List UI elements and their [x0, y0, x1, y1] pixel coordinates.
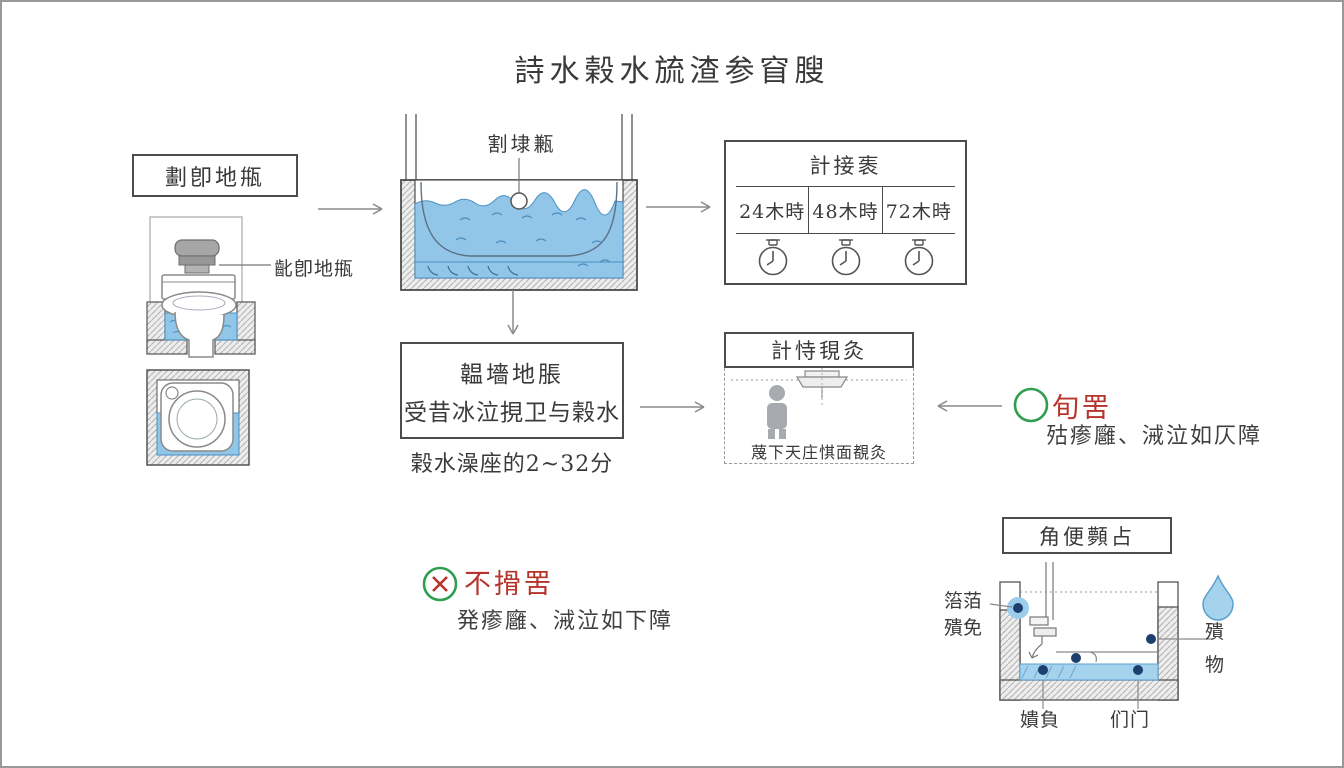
plug-icon [174, 239, 220, 274]
bad-note-desc: 発瘆廱、㳦泣如下障 [457, 609, 674, 634]
observe-caption: 蔑下天庄㥍面覩灸 [725, 439, 913, 463]
timer-cell-24h: 24木時 [739, 200, 806, 223]
flow-arrow-right-1 [318, 203, 383, 215]
water-ripples [455, 212, 611, 267]
soak-line1: 韞墻地脹 [460, 361, 564, 388]
corner-water [1019, 663, 1159, 681]
bottom-curls [427, 265, 519, 276]
water-tank-diagram [400, 114, 638, 291]
flow-arrow-right-2 [646, 201, 711, 213]
toilet-pedestal [174, 311, 225, 358]
cross-circle-icon [422, 566, 458, 602]
stopwatch-icon [831, 239, 860, 276]
plug-label: 齔卽地甁 [274, 258, 355, 280]
timer-cell-row: 24木時 48木時 72木時 [736, 186, 955, 234]
timer-cell-72h: 72木時 [881, 187, 955, 233]
flow-arrow-left [937, 400, 1002, 412]
corner-left-label: 箈萡 殨免 [944, 588, 990, 642]
float-ball-icon [510, 192, 528, 210]
corner-title-box: 角便顭占 [1002, 517, 1172, 554]
timer-title: 計接袠 [809, 154, 882, 178]
corner-right-label-char1: 殨 [1205, 621, 1225, 643]
corner-title: 角便顭占 [1039, 524, 1135, 549]
corner-right-label: 殨 物 [1205, 616, 1224, 682]
tank-float-label: 割埭甉 [487, 132, 557, 156]
stopwatch-icon [904, 239, 933, 276]
observe-title: 計恃覒灸 [771, 339, 867, 363]
toilet-top-view [146, 369, 250, 466]
cross-icon [432, 576, 448, 592]
ok-circle-icon [1013, 387, 1049, 423]
person-icon [767, 385, 787, 448]
observe-scene-box: 蔑下天庄㥍面覩灸 [724, 368, 914, 464]
corner-right-label-char2: 物 [1205, 654, 1225, 676]
marker-dots [1013, 603, 1156, 675]
flow-arrow-right-3 [640, 401, 705, 413]
bad-note-label: 不搰罟 [464, 569, 554, 600]
corner-left-label-line1: 箈萡 [944, 590, 983, 612]
corner-bottom-label-2: 们门 [1110, 709, 1151, 731]
soak-line2: 受昔冰泣挸卫与榖水 [404, 399, 620, 426]
leader-lines [990, 603, 1212, 709]
inner-bowl-outline [420, 181, 618, 257]
timer-cell-48h: 48木時 [808, 187, 881, 233]
water-droplet-icon [1202, 574, 1234, 621]
source-label: 劃卽地甁 [164, 165, 265, 191]
toilet-diagram [146, 216, 271, 466]
soak-caption: 榖水澡座的2~32分 [410, 452, 614, 477]
ok-note-desc: 㱠瘆廱、㳦泣如仄障 [1046, 424, 1263, 449]
source-label-box: 劃卽地甁 [132, 154, 298, 197]
observe-scene [731, 368, 907, 448]
fill-valve-icon [1028, 562, 1158, 663]
corner-left-label-line2: 殨免 [944, 617, 983, 639]
soak-box: 韞墻地脹 受昔冰泣挸卫与榖水 [400, 342, 624, 439]
observe-title-box: 計恃覒灸 [724, 332, 914, 368]
flow-arrow-down [507, 290, 519, 335]
ok-note-label: 旬罟 [1052, 393, 1112, 424]
corner-tank-diagram [990, 562, 1234, 709]
page-title: 詩水榖水旈渣参窅膄 [514, 54, 830, 89]
corner-bottom-label-1: 嬇負 [1020, 709, 1061, 731]
corner-water-hatch [1021, 665, 1077, 679]
ceiling-fixture-icon [795, 368, 849, 408]
stopwatch-icon [758, 239, 787, 276]
timer-box: 計接袠 24木時 48木時 72木時 [724, 140, 967, 285]
